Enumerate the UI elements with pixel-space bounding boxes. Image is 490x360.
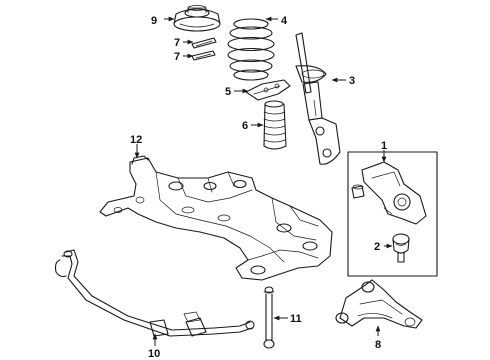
- spring-insulator-lower: [191, 50, 216, 61]
- callout-12: 12: [130, 134, 142, 146]
- callout-6: 6: [242, 120, 248, 132]
- callout-5: 5: [225, 86, 231, 98]
- coil-spring: [227, 18, 275, 81]
- callout-7-lower: 7: [174, 51, 180, 63]
- leader-lines: [134, 16, 393, 346]
- dust-boot: [263, 100, 287, 150]
- callout-3: 3: [349, 75, 355, 87]
- callout-7-upper: 7: [174, 37, 180, 49]
- lower-control-arm: [335, 279, 423, 329]
- callout-9: 8: [375, 339, 381, 351]
- ball-joint: [392, 233, 410, 263]
- spring-insulator-upper: [191, 37, 217, 49]
- knuckle-box: [347, 151, 438, 277]
- upper-strut-mount: [173, 5, 221, 32]
- front-subframe: [99, 155, 333, 281]
- callout-2: 2: [374, 241, 380, 253]
- strut-assembly: [295, 32, 341, 165]
- callout-8: 9: [151, 15, 157, 27]
- steering-knuckle: [351, 161, 427, 225]
- stabilizer-bar: [54, 249, 255, 337]
- callout-1: 1: [381, 140, 387, 152]
- callout-4: 4: [281, 15, 288, 27]
- callout-10: 10: [148, 348, 160, 360]
- spring-seat-bracket: [245, 79, 291, 101]
- callout-11: 11: [290, 313, 302, 325]
- stabilizer-link: [263, 286, 275, 349]
